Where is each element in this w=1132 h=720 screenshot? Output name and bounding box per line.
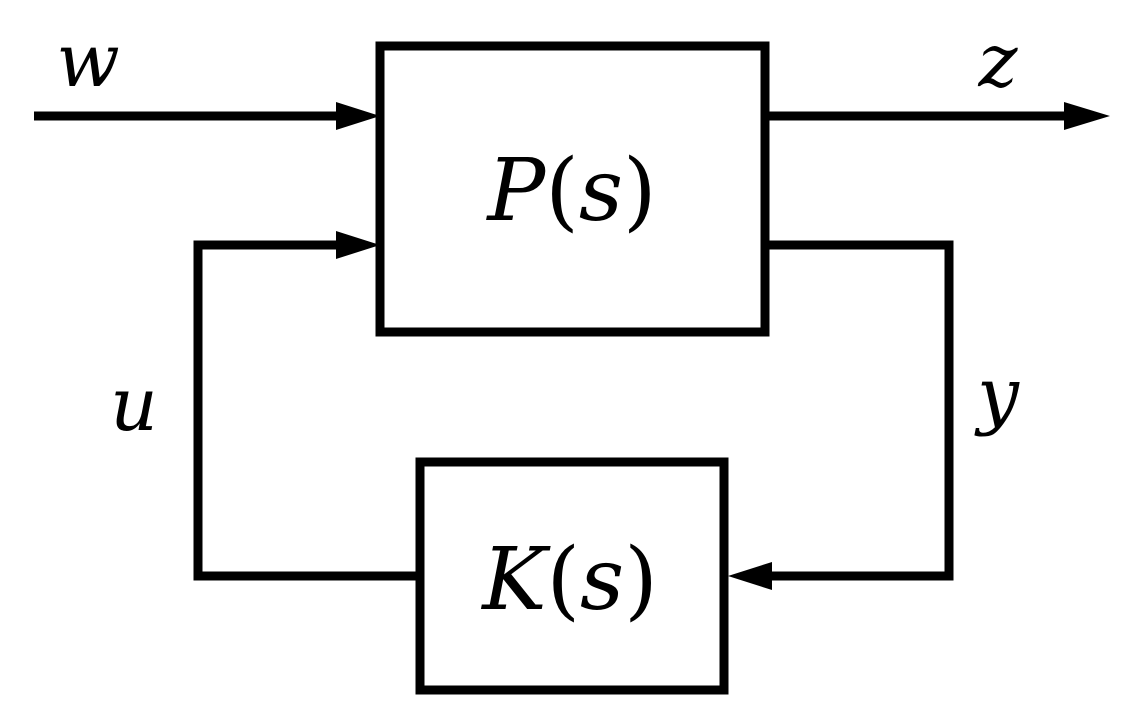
signal-label-y: y (974, 352, 1020, 438)
plant-block (375, 41, 770, 337)
y-feedback-arrowhead (728, 562, 772, 590)
z-output-arrowhead (1064, 102, 1110, 130)
controller-close-paren: ) (624, 530, 658, 630)
plant-variable: s (579, 141, 623, 241)
plant-symbol: P (485, 141, 547, 241)
u-control-arrowhead (336, 231, 380, 259)
plant-close-paren: ) (623, 141, 657, 241)
u-control-path (193, 240, 420, 581)
controller-label: K(s) (480, 530, 658, 630)
y-feedback-path (765, 240, 954, 581)
signal-label-z: z (978, 18, 1019, 104)
signal-label-w: w (56, 18, 119, 104)
controller-variable: s (580, 530, 624, 630)
controller-symbol: K (480, 530, 551, 630)
signal-label-u: u (110, 362, 158, 448)
w-input-arrowhead (336, 102, 380, 130)
plant-open-paren: ( (545, 141, 579, 241)
controller-open-paren: ( (546, 530, 580, 630)
plant-label: P(s) (485, 141, 656, 241)
